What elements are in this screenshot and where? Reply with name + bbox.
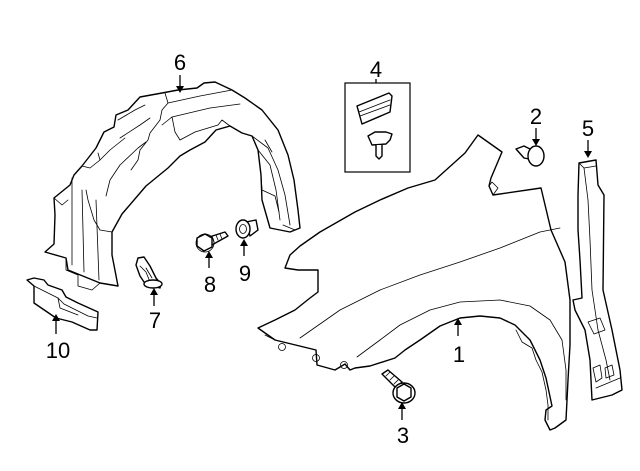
grommet-nut[interactable] [235,219,259,239]
arrow-1 [454,318,462,325]
callout-label-7: 7 [149,308,161,333]
liner-bracket[interactable] [26,277,99,331]
callout-label-6: 6 [174,50,186,75]
fender-liner[interactable] [44,81,301,291]
flange-bolt[interactable] [381,369,416,404]
callout-3: 3 [397,402,409,448]
arrow-7 [150,288,158,295]
callout-4: 4 [370,57,382,83]
callout-5: 5 [582,116,594,158]
tapping-screw[interactable] [195,231,229,253]
arrow-3 [398,402,406,409]
callout-8: 8 [204,251,216,297]
retainer-clip[interactable] [135,256,163,289]
callout-label-4: 4 [370,57,382,82]
arrow-9 [240,239,248,246]
fender[interactable] [257,134,571,431]
push-clip[interactable] [515,145,545,167]
callout-1: 1 [453,318,465,367]
callout-6: 6 [174,50,186,93]
callout-7: 7 [149,288,161,333]
callout-label-3: 3 [397,423,409,448]
clip-kit[interactable] [344,82,411,173]
arrow-10 [52,314,60,321]
arrow-6 [176,86,184,93]
callout-label-1: 1 [453,342,465,367]
clip-kit-box [344,82,411,173]
arrow-5 [584,151,592,158]
callout-9: 9 [239,239,251,286]
callout-label-10: 10 [46,338,70,363]
callout-label-8: 8 [204,272,216,297]
callout-2: 2 [530,104,542,146]
callout-label-9: 9 [239,261,251,286]
arrow-8 [205,251,213,258]
fender-seal[interactable] [572,159,623,401]
callout-10: 10 [46,314,70,363]
callout-label-5: 5 [582,116,594,141]
callout-label-2: 2 [530,104,542,129]
arrow-2 [532,139,540,146]
